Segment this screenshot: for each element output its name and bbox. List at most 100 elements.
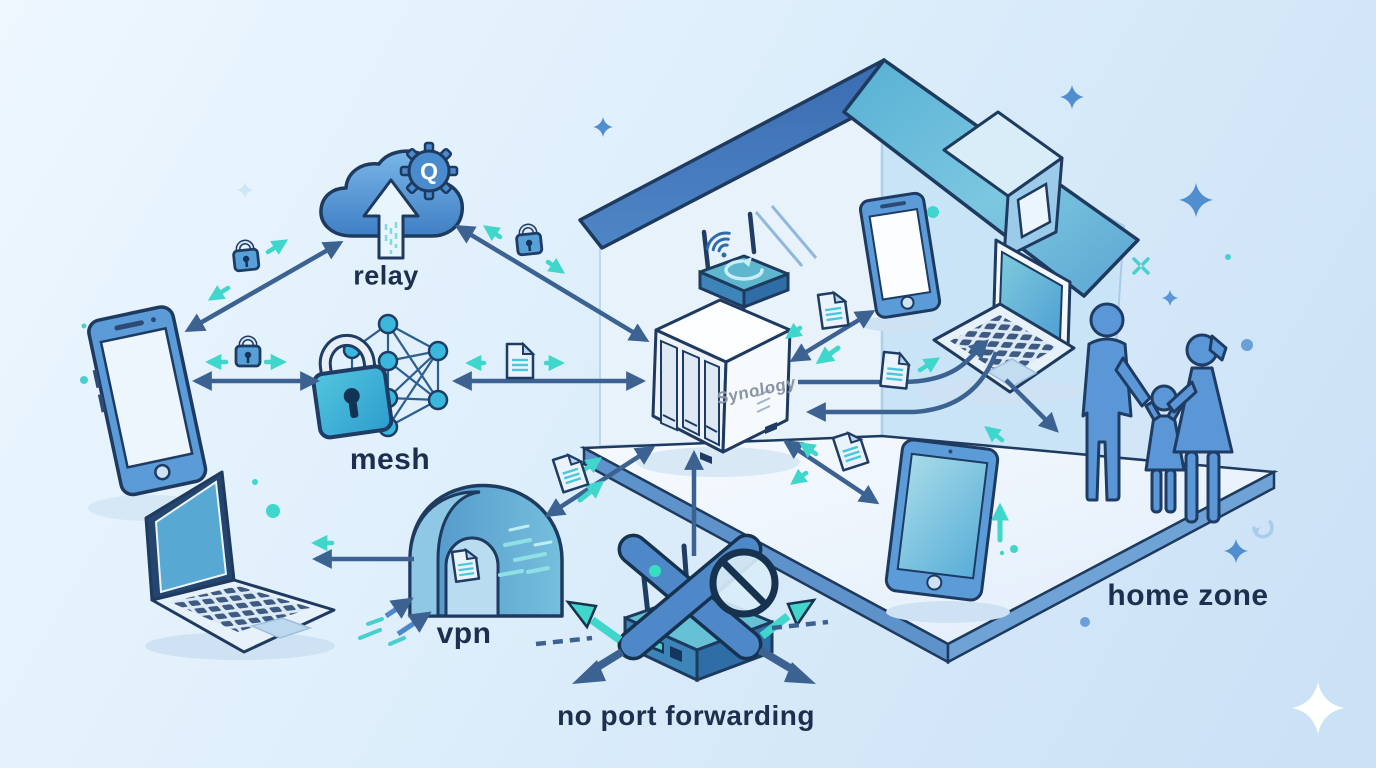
laptop-remote [144, 470, 336, 660]
padlock-icon [515, 223, 544, 257]
phone-remote [87, 305, 212, 521]
gear-icon: Q [399, 141, 459, 201]
document-icon [816, 290, 850, 330]
teal-arrow [790, 468, 809, 485]
accent-dot [80, 376, 88, 384]
document-icon [505, 341, 536, 380]
accent-dot [1010, 545, 1018, 553]
accent-dot [649, 565, 661, 577]
relay-label: relay [353, 260, 419, 291]
family-woman [1166, 333, 1234, 524]
document-icon [450, 547, 481, 583]
woman-hair [1208, 334, 1228, 362]
arrow-phone-cloud [184, 241, 344, 332]
wall-reflection-line [770, 205, 818, 259]
data-flow-arrows [205, 225, 1009, 552]
relay-cloud-icon: Q [319, 141, 465, 260]
teal-arrow [984, 425, 1005, 443]
document-icon [879, 350, 912, 390]
laptop-screen [154, 480, 228, 594]
phone-home-button [154, 463, 171, 481]
no-entry-icon [709, 548, 779, 618]
phone-side-button [92, 369, 101, 389]
synology-nas: Synology [636, 298, 800, 477]
no-port-forwarding-icon [535, 533, 829, 684]
document-icon [831, 431, 870, 472]
nas-vents [756, 389, 771, 413]
router-antenna [701, 229, 711, 271]
blocked-arrows [535, 598, 829, 684]
sparkle-icon [1224, 539, 1248, 563]
wifi-router-indoor [698, 211, 790, 310]
phone-shadow [860, 316, 940, 332]
wifi-icon [705, 231, 731, 258]
mesh-label: mesh [349, 443, 431, 476]
phone-speaker [114, 320, 144, 331]
arrow-to-floor [1004, 378, 1059, 433]
laptop-touchpad [986, 358, 1038, 388]
teal-arrow [815, 345, 841, 365]
gear-letter: Q [420, 158, 438, 184]
dormer-glass [1016, 181, 1052, 239]
sparkle-icon [1162, 290, 1178, 306]
nas-foot [765, 422, 777, 434]
teal-arrow [917, 357, 941, 373]
accent-dot [1225, 254, 1231, 260]
vpn-label: vpn [436, 617, 492, 650]
padlock-icon [234, 335, 262, 368]
laptop-indoor [920, 238, 1080, 405]
accent-dot [1241, 339, 1253, 351]
accent-dot [999, 550, 1005, 556]
teal-arrow [483, 225, 503, 242]
accent-dot [927, 206, 939, 218]
phone-speaker [880, 201, 906, 209]
teal-arrow [799, 442, 819, 459]
laptop-touchpad [249, 617, 313, 639]
arrow-cloud-nas [454, 224, 650, 343]
sparkle-icon [1292, 682, 1344, 734]
sparkle-icon [1179, 183, 1213, 217]
vpn-tunnel-icon [358, 483, 564, 646]
refresh-circle-icon [1252, 520, 1274, 539]
decorations [80, 85, 1344, 734]
accent-dot [252, 479, 258, 485]
tunnel-ring [408, 490, 481, 618]
no-port-forwarding-label: no port forwarding [557, 700, 815, 731]
nas-bay-handles [662, 414, 718, 433]
document-icon [551, 453, 590, 494]
phone-camera [150, 317, 156, 323]
family-child [1144, 384, 1186, 514]
phone-screen [99, 326, 194, 469]
tunnel-speed-dashes [498, 524, 553, 577]
phone-home-button [900, 295, 915, 310]
router-antenna [747, 211, 757, 255]
accent-dot [266, 504, 280, 518]
laptop-keys [950, 315, 1056, 377]
teal-arrow [581, 457, 602, 474]
wall-reflection-line [754, 211, 804, 267]
family-figures [1081, 302, 1234, 524]
accent-dot [1080, 617, 1090, 627]
document-icons [505, 290, 912, 494]
sparkle-x-icon [1132, 257, 1150, 275]
teal-arrow [785, 322, 803, 339]
teal-arrow [545, 257, 565, 274]
laptop-keys [170, 586, 312, 632]
nas-drive-bays [660, 339, 720, 447]
tablet-screen [896, 452, 989, 580]
sparkle-icon [1060, 85, 1084, 109]
tablet [884, 438, 1010, 623]
family-man [1081, 302, 1152, 502]
teal-arrow [265, 239, 289, 255]
nas-side [721, 328, 792, 454]
phone-side-button [97, 394, 106, 413]
padlock-icon [311, 333, 394, 440]
sparkle-icon [593, 117, 613, 137]
arrow-laptop-indoor-nas [806, 351, 999, 422]
mesh-network-icon [311, 313, 449, 440]
tunnel-entry-arrows [358, 597, 432, 646]
refresh-arrow-icon [724, 257, 764, 281]
router-front-right [742, 271, 790, 310]
teal-arrow [577, 480, 605, 503]
